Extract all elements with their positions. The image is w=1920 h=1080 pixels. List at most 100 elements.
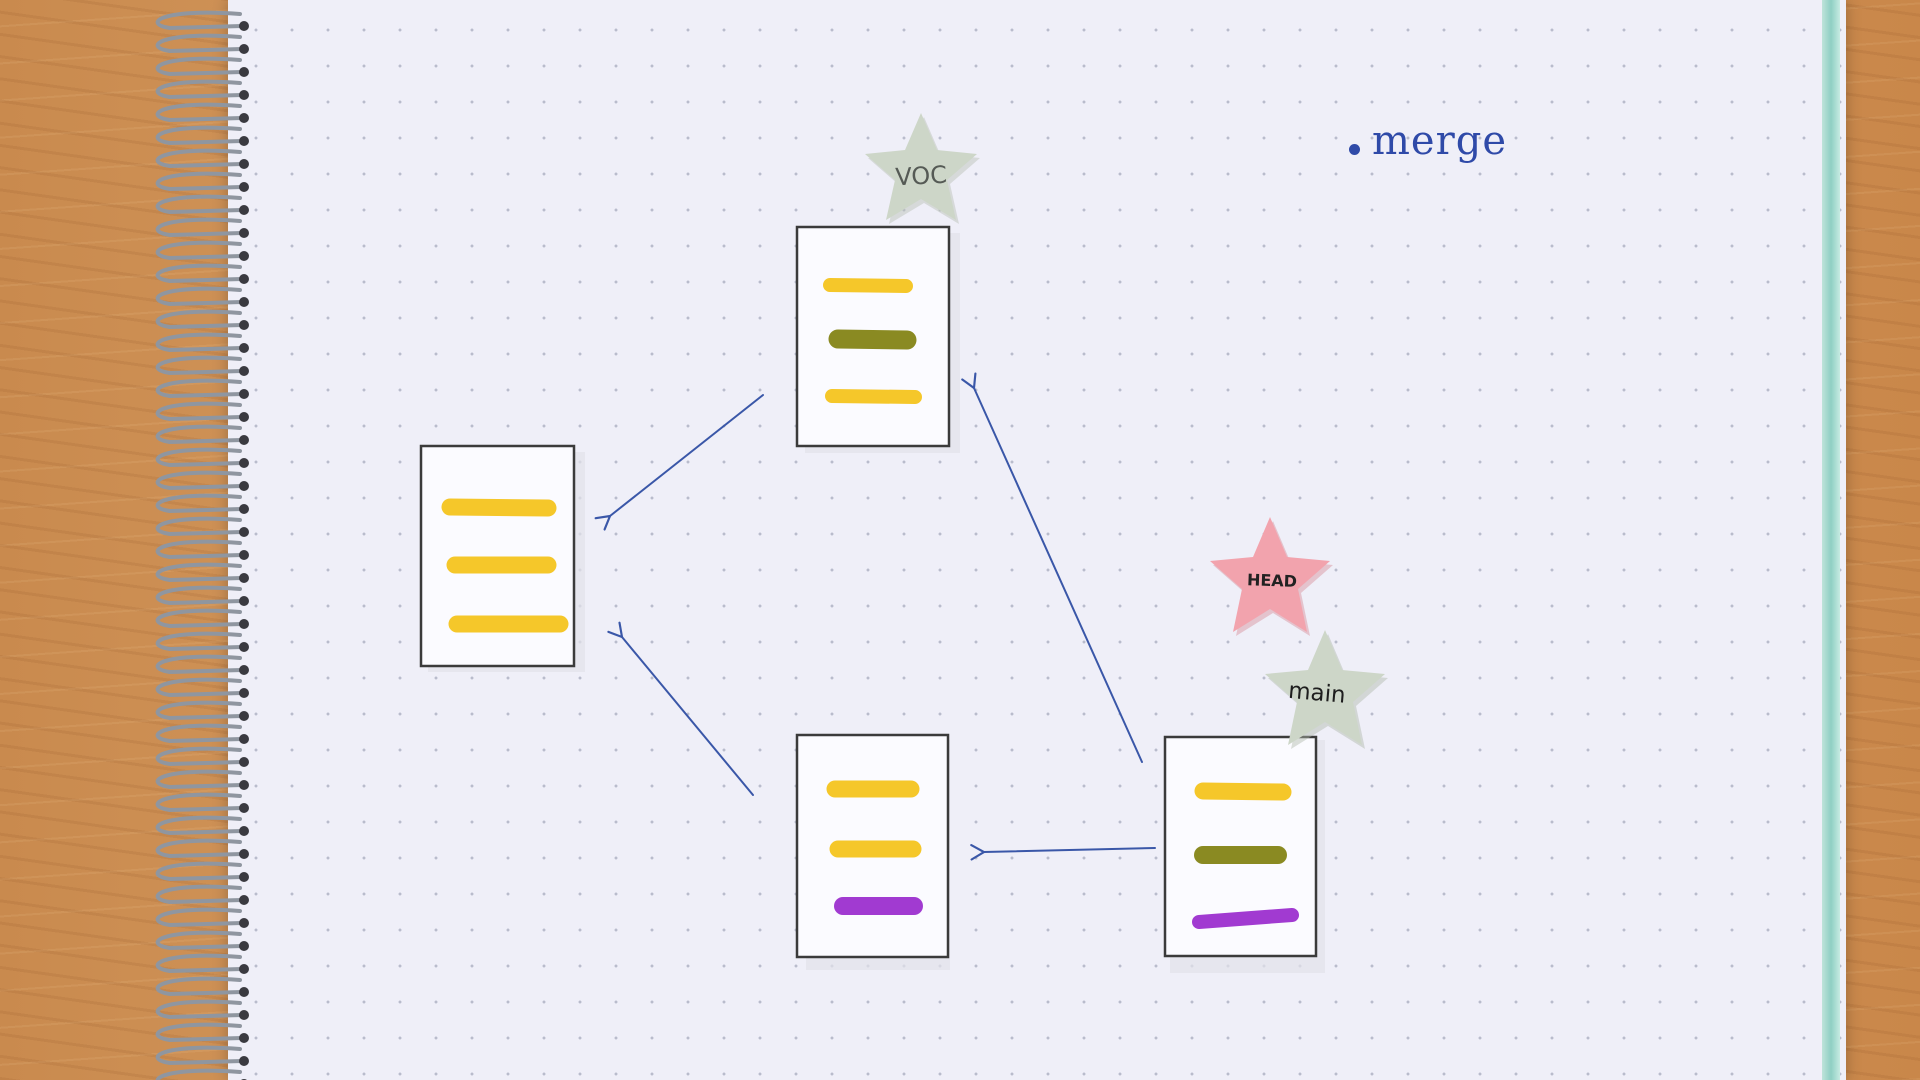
voc-tag: VOC (865, 113, 980, 224)
spiral-hole (239, 320, 249, 330)
spiral-coil (155, 470, 244, 491)
head-tag: HEAD (1210, 517, 1333, 636)
spiral-coil (155, 539, 244, 560)
spiral-coil (155, 953, 244, 974)
spiral-hole (239, 1010, 249, 1020)
spiral-coil (155, 700, 244, 721)
spiral-hole (239, 21, 249, 31)
spiral-hole (239, 596, 249, 606)
arrow-merge-to-purple (970, 844, 1156, 861)
stripe-olive (828, 329, 917, 350)
spiral-hole (239, 550, 249, 560)
spiral-hole (239, 228, 249, 238)
head-tag-label: HEAD (1247, 570, 1298, 591)
spiral-hole (239, 803, 249, 813)
commit-merge (1163, 735, 1325, 973)
commit-purple (795, 733, 950, 970)
spiral-coil (155, 746, 244, 767)
spiral-coil (155, 10, 244, 31)
stripe-yellow (825, 389, 922, 404)
spiral-hole (239, 895, 249, 905)
spiral-coil (155, 999, 244, 1020)
spiral-hole (239, 481, 249, 491)
spiral-hole (239, 849, 249, 859)
spiral-coil (155, 56, 244, 77)
main-tag-label: main (1287, 678, 1347, 709)
spiral-hole (239, 619, 249, 629)
notebook-cover-edge (1822, 0, 1840, 1080)
spiral-hole (239, 826, 249, 836)
spiral-coil (155, 884, 244, 905)
spiral-coil (155, 79, 244, 100)
spiral-coil (155, 585, 244, 606)
spiral-coil (155, 447, 244, 468)
spiral-hole (239, 642, 249, 652)
spiral-coil (155, 677, 244, 698)
spiral-hole (239, 941, 249, 951)
stripe-yellow (441, 498, 557, 517)
arrow-merge-to-voc (961, 372, 1143, 763)
spiral-hole (239, 527, 249, 537)
spiral-hole (239, 389, 249, 399)
spiral-hole (239, 205, 249, 215)
spiral-hole (239, 90, 249, 100)
spiral-hole (239, 964, 249, 974)
stripe-purple (1192, 908, 1299, 929)
spiral-coil (155, 1068, 242, 1080)
main-tag: main (1265, 630, 1388, 749)
voc-tag-label: VOC (895, 161, 948, 192)
spiral-coil (155, 838, 244, 859)
spiral-hole (239, 780, 249, 790)
spiral-hole (239, 987, 249, 997)
spiral-coil (155, 194, 244, 215)
spiral-hole (239, 182, 249, 192)
spiral-hole (239, 136, 249, 146)
spiral-coil (155, 516, 244, 537)
spiral-coil (155, 263, 244, 284)
spiral-hole (239, 412, 249, 422)
spiral-coil (155, 792, 244, 813)
arrow-purple-to-root (607, 621, 754, 796)
spiral-coil (155, 654, 244, 675)
spiral-coil (155, 33, 244, 54)
arrow-voc-to-root (594, 394, 764, 531)
spiral-coil (155, 125, 244, 146)
spiral-coil (155, 355, 244, 376)
spiral-coil (155, 907, 244, 928)
stripe-yellow (1194, 782, 1292, 801)
spiral-coil (155, 493, 244, 514)
spiral-hole (239, 297, 249, 307)
spiral-hole (239, 757, 249, 767)
spiral-coil (155, 861, 244, 882)
spiral-coil (155, 240, 244, 261)
spiral-hole (239, 711, 249, 721)
spiral-hole (239, 1056, 249, 1066)
spiral-coil (155, 631, 244, 652)
spiral-hole (239, 274, 249, 284)
spiral-coil (155, 1045, 244, 1066)
spiral-coil (155, 378, 244, 399)
spiral-hole (239, 366, 249, 376)
spiral-binding (155, 10, 249, 1080)
spiral-coil (155, 723, 244, 744)
spiral-coil (155, 217, 244, 238)
spiral-coil (155, 562, 244, 583)
spiral-hole (239, 918, 249, 928)
spiral-hole (239, 113, 249, 123)
merge-note: merge (1372, 118, 1507, 164)
spiral-hole (239, 435, 249, 445)
spiral-coil (155, 976, 244, 997)
spiral-coil (155, 102, 244, 123)
commit-arrows (594, 372, 1156, 861)
spiral-hole (239, 872, 249, 882)
spiral-hole (239, 67, 249, 77)
spiral-hole (239, 251, 249, 261)
spiral-coil (155, 815, 244, 836)
stripe-yellow (823, 278, 913, 293)
spiral-hole (239, 688, 249, 698)
commit-voc (795, 225, 960, 453)
spiral-hole (239, 504, 249, 514)
commit-root (419, 444, 585, 672)
spiral-coil (155, 401, 244, 422)
